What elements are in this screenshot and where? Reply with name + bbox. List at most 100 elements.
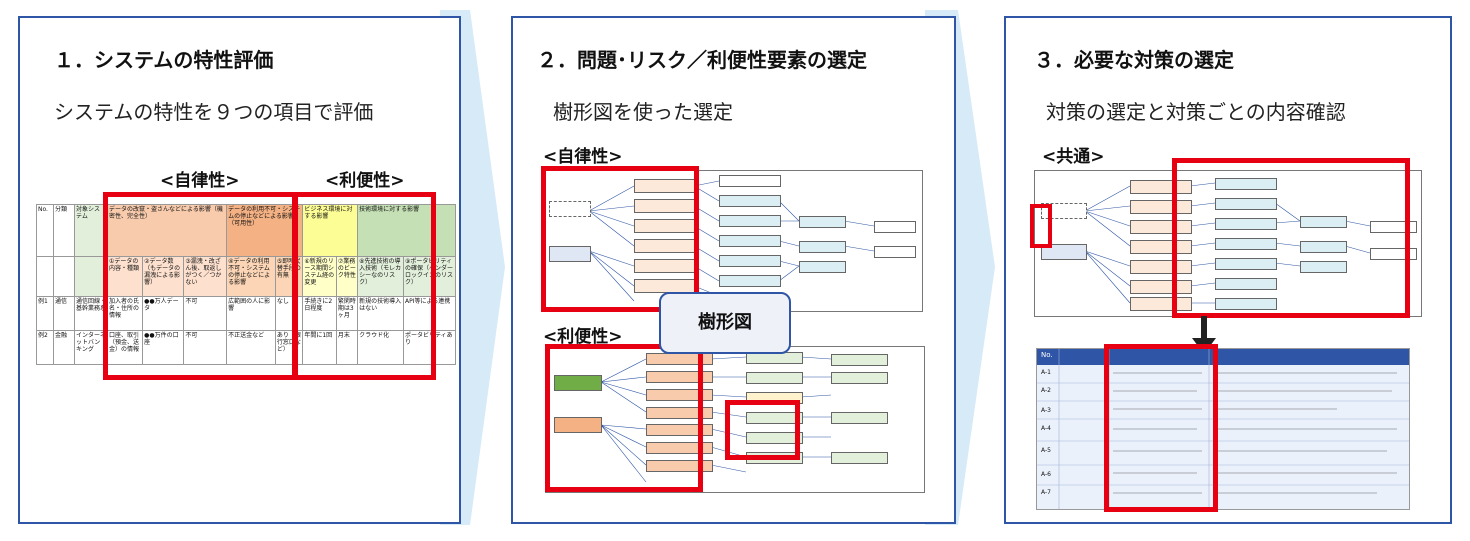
tree-lines [588,180,875,302]
tree-node [549,246,591,262]
step-panel-2: ２．問題･リスク／利便性要素の選定 樹形図を使った選定 <自律性> <利便性> [511,16,956,524]
table-header: データの改竄・盗さんなどによる影響（機密性、完全性） [106,204,228,257]
highlight-autonomy [541,166,699,312]
table-cell: 通信 [53,296,75,331]
table-cell: 口座、取引（預金、送金）の情報 [106,330,144,365]
highlight-measures-left [1030,204,1052,248]
measures-table: No. A-1 A-2 A-3 A-4 A-5 A-6 A-7 [1036,348,1410,510]
step-panel-3: ３．必要な対策の選定 対策の選定と対策ごとの内容確認 <共通> [1004,16,1452,524]
table-cell: 例2 [36,330,54,365]
label-convenience: <利便性> [543,327,623,347]
table-cell: 加入者の氏名・住所の情報 [106,296,144,331]
tree-node [646,442,713,454]
table-cell: 不可 [183,296,228,331]
row-id: A-1 [1041,369,1051,376]
table-cell: API等による連携 [402,296,456,331]
table-cell: 不可 [183,330,228,365]
tree-node [1215,258,1277,270]
tree-node [1041,244,1087,260]
row-id: A-7 [1041,489,1051,496]
tree-node [1041,203,1087,219]
table-cell: 金融 [53,330,75,365]
step-subtitle: システムの特性を９つの項目で評価 [54,100,374,124]
tree-node [799,216,846,228]
table-cell: ●●万件の口座 [142,330,185,365]
label-autonomy: <自律性> [543,147,623,167]
tree-callout: 樹形図 [659,292,791,354]
step-panel-1: １．システムの特性評価 システムの特性を９つの項目で評価 <自律性> <利便性>… [18,16,461,524]
tree-node [646,371,713,383]
tree-node [831,412,888,424]
tree-node [1300,216,1347,228]
row-id: A-4 [1041,425,1051,432]
tree-node [1215,238,1277,250]
tree-node [831,354,888,366]
highlight-convenience [292,192,436,380]
tree-node [719,275,781,287]
tree-node [646,389,713,401]
highlight-autonomy [103,192,298,380]
tree-node [1215,218,1277,230]
table-subheader: ⑦業務のビーク特性 [335,256,359,297]
tree-node [554,417,602,433]
tree-lines [1084,182,1371,304]
table-cell: クラウド化 [357,330,404,365]
table-cell: 新規の技術導入はない [357,296,404,331]
table-subheader: ⑨ポータビリティの確保（ベンダーロックインのリスク） [402,256,456,297]
table-cell: 通信回線・基幹業務系 [74,296,108,331]
table-subheader: ⑧先進技術の導入技術（モレカシーなのリスク） [357,256,404,297]
table-header: 分類 [53,204,75,257]
tree-node [554,375,602,391]
tree-node [831,372,888,384]
highlight-convenience-mid [725,400,800,460]
tree-node [1215,278,1277,290]
label-common: <共通> [1042,147,1105,167]
table-cell: 広範囲の人に影響 [226,296,276,331]
row-id: A-6 [1041,471,1051,478]
tree-node [646,424,713,436]
tree-node [799,241,846,253]
table-row: 例2 金融 インターネットバンキング 口座、取引（預金、送金）の情報 ●●万件の… [36,330,456,365]
highlight-measures-tree [1172,158,1410,318]
table-cell: あり（銀行窓口など） [274,330,304,365]
table-subheader: ①データの内容・種類 [106,256,144,297]
tree-node [874,246,916,258]
table-header-no: No. [1041,351,1053,359]
step-title: １．システムの特性評価 [54,48,274,72]
table-cell: 不正送金など [226,330,276,365]
tree-node [719,235,781,247]
tree-diagram-autonomy [543,170,923,312]
tree-node [1215,198,1277,210]
tree-node [719,175,781,187]
tree-node [831,452,888,464]
step-title: ３．必要な対策の選定 [1034,48,1234,72]
table-cell: 年間に1回 [302,330,337,365]
step-title: ２．問題･リスク／利便性要素の選定 [537,48,867,72]
tree-node [549,201,591,217]
tree-node [874,221,916,233]
table-cell: インターネットバンキング [74,330,108,365]
tree-node [719,215,781,227]
table-header: ビジネス環境に対する影響 [302,204,359,257]
row-id: A-3 [1041,407,1051,414]
tree-node [746,412,803,424]
step-subtitle: 樹形図を使った選定 [553,100,733,124]
table-subheader: ②データ数（もデータの漏洩による影響） [142,256,185,297]
measures-table-header: No. [1037,349,1409,365]
tree-node [1300,241,1347,253]
row-id: A-5 [1041,447,1051,454]
table-cell: なし [274,296,304,331]
label-convenience: <利便性> [325,171,405,191]
tree-node [719,255,781,267]
tree-node [746,432,803,444]
tree-node [719,195,781,207]
table-cell: ポータビリティあり [402,330,456,365]
tree-node [799,261,846,273]
table-header: 技術環境に対する影響 [357,204,456,257]
tree-node [1215,178,1277,190]
tree-node [1215,298,1277,310]
table-row: 例1 通信 通信回線・基幹業務系 加入者の氏名・住所の情報 ●●万人データ 不可… [36,296,456,331]
tree-node [646,407,713,419]
highlight-convenience-left [545,344,703,492]
tree-node [746,372,803,384]
